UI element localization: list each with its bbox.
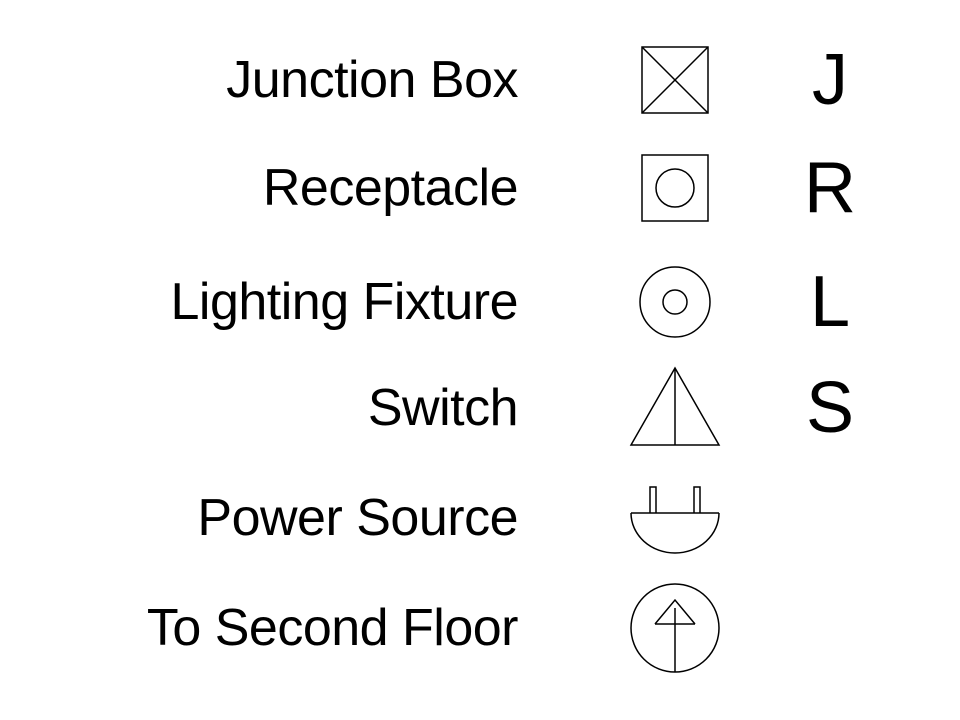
lighting-fixture-icon — [625, 252, 725, 352]
legend-label: Switch — [367, 379, 519, 437]
legend-row-lighting-fixture: Lighting Fixture L — [0, 252, 960, 352]
legend-letter: J — [812, 40, 848, 120]
legend-letter: R — [804, 148, 856, 228]
legend-row-receptacle: Receptacle R — [0, 138, 960, 238]
legend-row-to-second-floor: To Second Floor — [0, 578, 960, 678]
receptacle-icon — [625, 138, 725, 238]
up-arrow-circle-icon — [625, 578, 725, 678]
legend-label: Junction Box — [226, 51, 518, 109]
switch-icon — [625, 358, 725, 458]
legend-label: Receptacle — [262, 159, 519, 217]
junction-box-icon — [625, 30, 725, 130]
legend-label: To Second Floor — [146, 599, 519, 657]
legend-label: Power Source — [197, 489, 518, 547]
legend-row-switch: Switch S — [0, 358, 960, 458]
legend-letter: L — [809, 262, 851, 342]
legend-row-junction-box: Junction Box J — [0, 30, 960, 130]
legend-row-power-source: Power Source — [0, 468, 960, 568]
power-plug-icon — [625, 468, 725, 568]
legend-letter: S — [805, 368, 855, 448]
legend-label: Lighting Fixture — [170, 273, 518, 331]
